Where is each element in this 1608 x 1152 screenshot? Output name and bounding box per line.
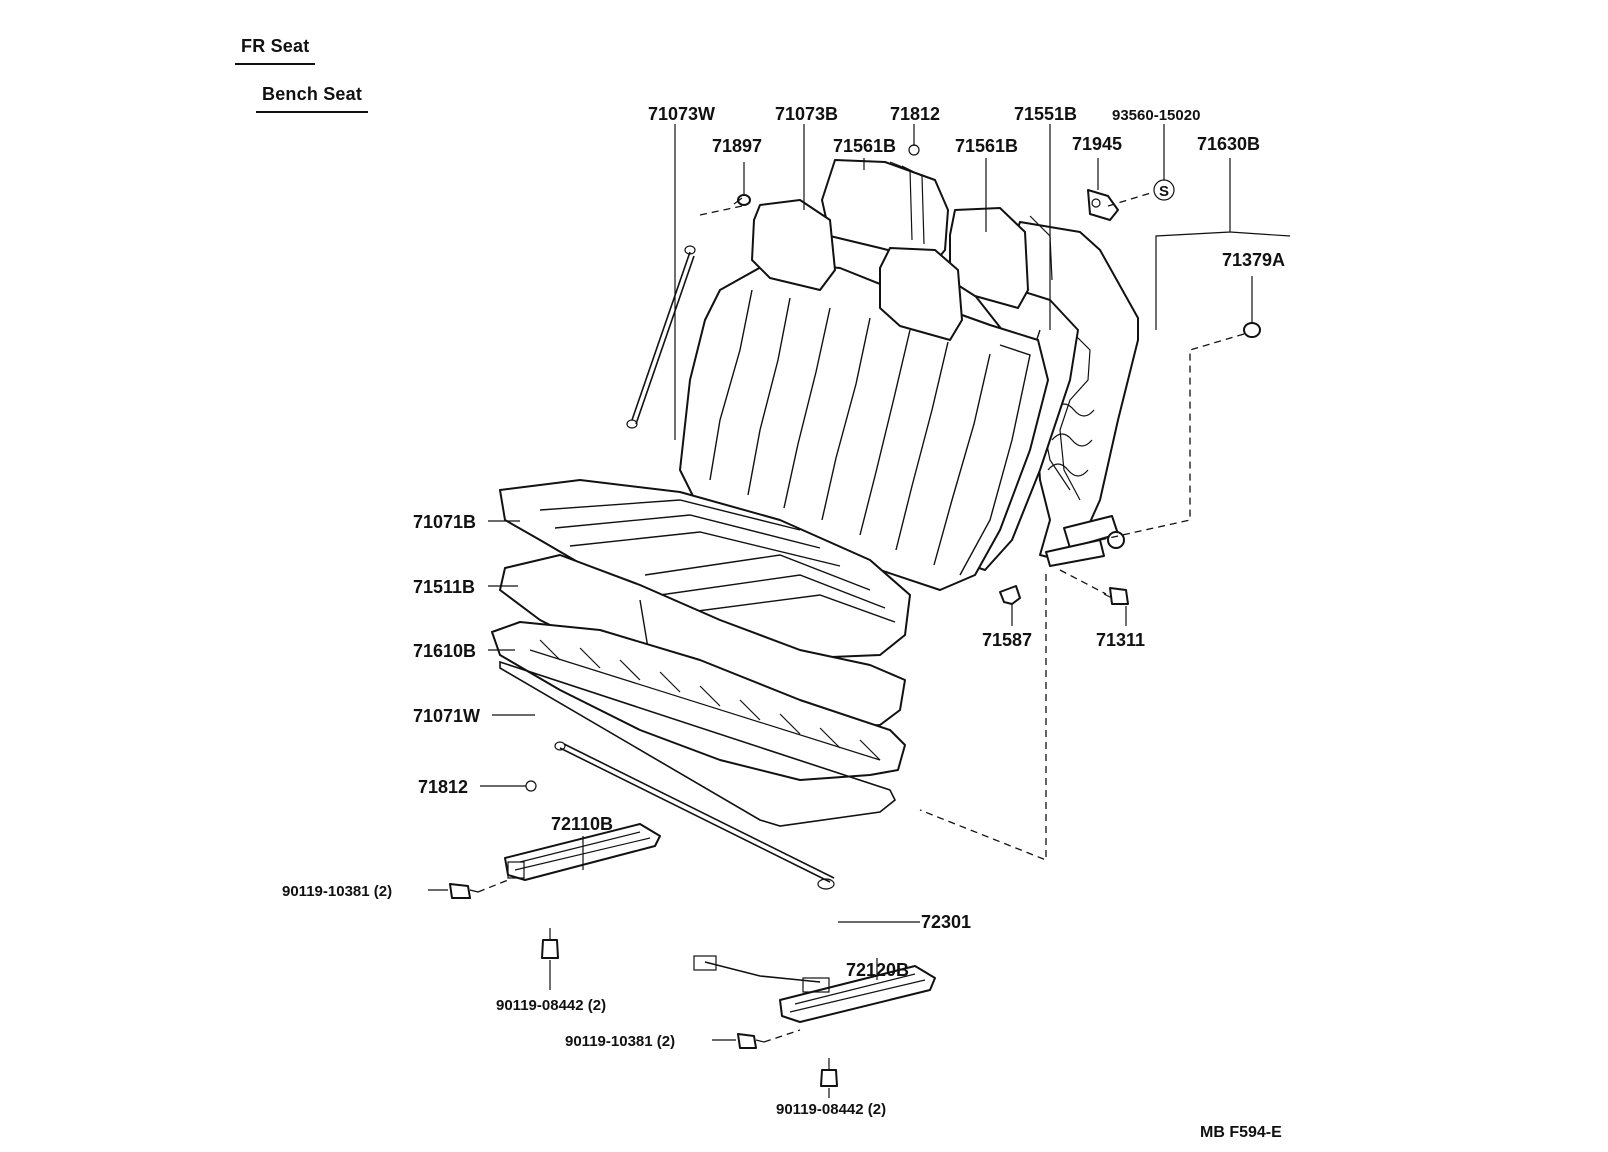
s-mark-text: S — [1159, 183, 1169, 200]
label-72120B: 72120B — [846, 960, 909, 980]
wire-rod-71073W — [626, 245, 696, 429]
subsection-heading: Bench Seat — [256, 84, 369, 113]
label-90119-10381-b: 90119-10381 (2) — [565, 1033, 675, 1050]
clip-71812-top — [908, 144, 920, 156]
label-71812-low: 71812 — [418, 777, 468, 797]
label-71073B: 71073B — [775, 104, 838, 124]
headrest-front — [879, 247, 963, 341]
headrest-left — [751, 199, 836, 291]
release-cable-72301 — [554, 741, 835, 890]
diagram-code: MB F594-E — [1200, 1124, 1282, 1141]
label-90119-08442-a: 90119-08442 (2) — [496, 997, 606, 1014]
label-71071B: 71071B — [413, 512, 476, 532]
dash-frame-to-cushion — [919, 574, 1047, 861]
label-90119-08442-b: 90119-08442 (2) — [776, 1101, 886, 1118]
label-71945: 71945 — [1072, 134, 1122, 154]
section-heading: FR Seat — [235, 36, 316, 65]
bolt-90119-10381-b — [737, 1033, 765, 1049]
subsection-heading-text: Bench Seat — [262, 84, 363, 104]
bolt-90119-08442-a — [541, 928, 559, 959]
seat-cushion-frame-71610B — [491, 621, 906, 781]
label-71073W: 71073W — [648, 104, 715, 124]
label-71551B: 71551B — [1014, 104, 1077, 124]
s-mark-symbol: S — [1153, 179, 1175, 201]
section-heading-text: FR Seat — [241, 36, 310, 56]
subsection-heading-underline — [256, 111, 369, 113]
section-heading-underline — [235, 63, 316, 65]
label-71812-top: 71812 — [890, 104, 940, 124]
cushion-wire-71071W — [499, 660, 897, 827]
headrest-center — [821, 159, 949, 263]
label-90119-10381-a: 90119-10381 (2) — [282, 883, 392, 900]
label-71587: 71587 — [982, 630, 1032, 650]
nut-71379A — [1243, 322, 1261, 338]
dash-71311 — [1059, 569, 1107, 595]
label-71561B-a: 71561B — [833, 136, 896, 156]
seat-cushion-cover-71071B — [499, 479, 911, 661]
dash-71379A — [1099, 333, 1245, 541]
dash-track-b-bolt — [763, 1029, 801, 1043]
label-71897: 71897 — [712, 136, 762, 156]
dash-71897 — [699, 205, 743, 216]
label-93560-15020: 93560-15020 — [1112, 107, 1200, 124]
bolt-71311 — [1103, 587, 1129, 605]
dash-71945 — [1107, 191, 1155, 207]
hinge-cover-71587 — [999, 585, 1021, 605]
label-71630B: 71630B — [1197, 134, 1260, 154]
seat-track-72120B — [693, 955, 936, 1023]
bolt-71897 — [733, 194, 751, 206]
bolt-90119-08442-b — [820, 1058, 838, 1087]
leader-lines — [428, 124, 1291, 1098]
clip-71812-low — [525, 780, 537, 792]
label-71379A: 71379A — [1222, 250, 1285, 270]
label-72301: 72301 — [921, 912, 971, 932]
label-71610B: 71610B — [413, 641, 476, 661]
label-71071W: 71071W — [413, 706, 480, 726]
cover-71945 — [1087, 189, 1119, 221]
label-71561B-b: 71561B — [955, 136, 1018, 156]
label-71311: 71311 — [1096, 630, 1145, 650]
label-72110B: 72110B — [551, 814, 613, 834]
dash-track-a-bolt — [477, 879, 509, 893]
label-71511B: 71511B — [413, 577, 475, 597]
bolt-90119-10381-a — [449, 883, 479, 899]
